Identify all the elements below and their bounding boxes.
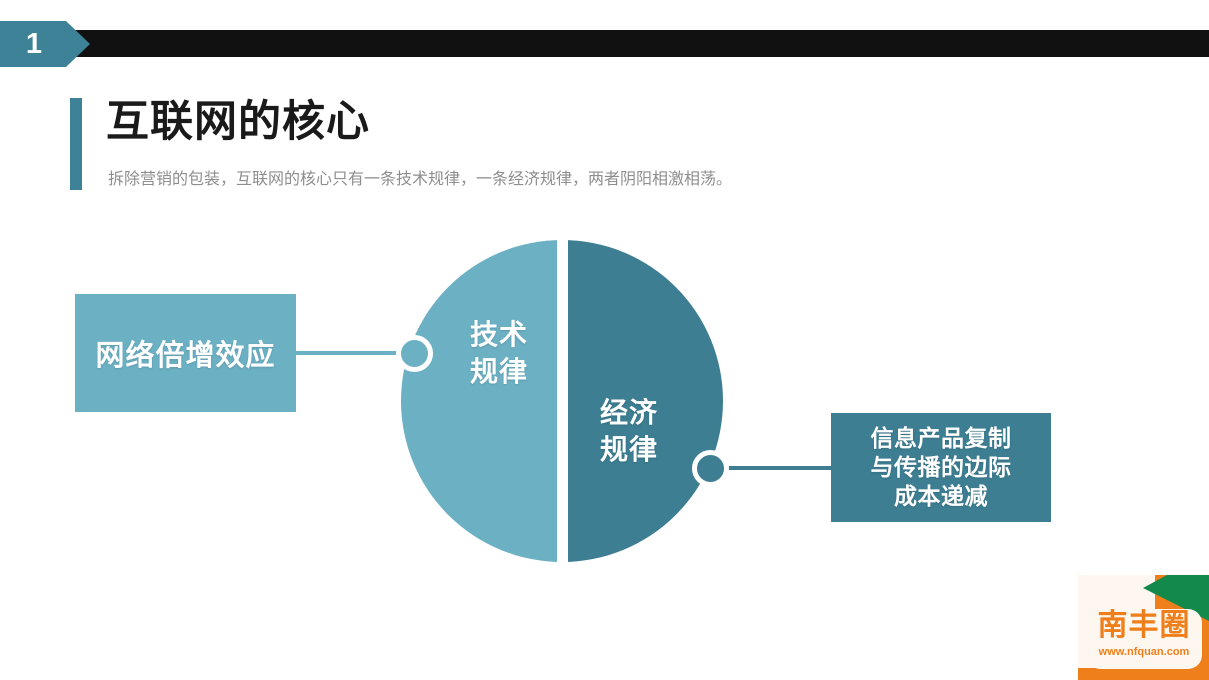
page-subtitle: 拆除营销的包装，互联网的核心只有一条技术规律，一条经济规律，两者阴阳相激相荡。	[108, 171, 733, 188]
callout-box-right: 信息产品复制 与传播的边际 成本递减	[831, 413, 1051, 522]
callout-box-right-line1: 信息产品复制	[870, 425, 1012, 452]
circle-label-technology-line1: 技术	[469, 319, 528, 350]
title-accent-rule	[70, 98, 82, 190]
callout-box-left-label: 网络倍增效应	[95, 340, 276, 372]
circle-label-economy-line2: 规律	[599, 433, 658, 465]
logo-orange-base	[1078, 668, 1209, 680]
connector-line-left	[295, 351, 403, 355]
callout-box-left: 网络倍增效应	[75, 294, 296, 412]
circle-half-technology	[401, 240, 562, 562]
circle-label-technology: 技术 规律	[449, 317, 549, 391]
callout-box-right-line2: 与传播的边际	[870, 454, 1012, 481]
slide-number: 1	[25, 27, 43, 60]
logo-name: 南丰圈	[1097, 609, 1191, 642]
circle-label-economy-line1: 经济	[599, 397, 658, 428]
circle-label-economy: 经济 规律	[579, 395, 679, 469]
circle-divider	[557, 238, 568, 564]
callout-box-right-line3: 成本递减	[894, 482, 988, 509]
logo-cream-backdrop	[1086, 609, 1202, 669]
logo-url: www.nfquan.com	[1098, 646, 1190, 658]
split-circle-diagram: 技术 规律 经济 规律	[401, 238, 723, 564]
connector-node-left	[396, 335, 433, 372]
page-title: 互联网的核心	[106, 98, 370, 146]
header-bar	[0, 30, 1209, 57]
callout-box-right-label: 信息产品复制 与传播的边际 成本递减	[871, 424, 1012, 510]
circle-label-technology-line2: 规律	[469, 355, 528, 387]
connector-node-right	[692, 450, 729, 487]
watermark-logo: 南丰圈 www.nfquan.com	[1078, 575, 1209, 680]
connector-line-right	[726, 466, 832, 470]
